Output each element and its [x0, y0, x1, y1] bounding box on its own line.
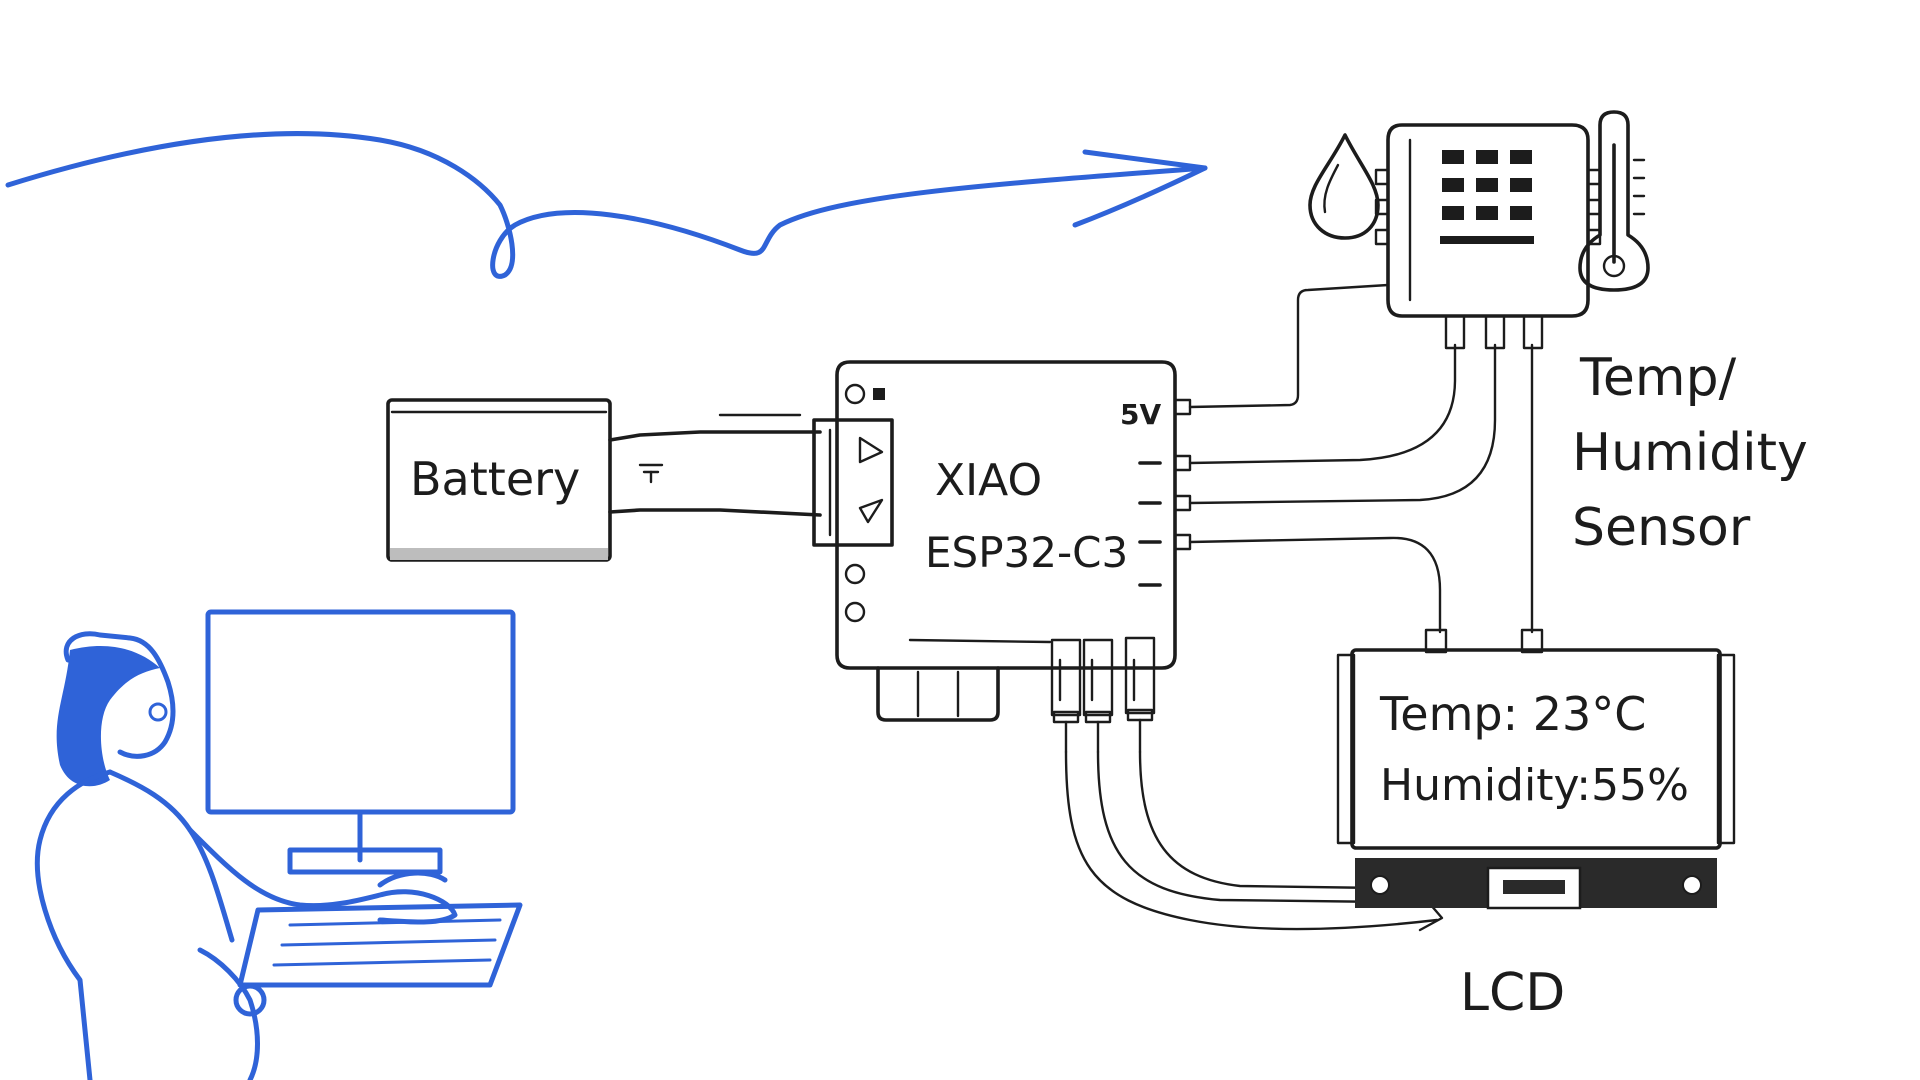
- ground-symbol-icon: [638, 463, 664, 484]
- person-at-computer-illustration: [34, 609, 523, 1080]
- sensor-label-line3: Sensor: [1572, 498, 1751, 558]
- mcu-label-line1: XIAO: [935, 455, 1042, 506]
- mcu-label-line2: ESP32-C3: [925, 528, 1128, 577]
- thermometer-icon: [1578, 110, 1650, 292]
- pin-5v-label: 5V: [1120, 398, 1161, 431]
- lcd-readout-humidity: Humidity:55%: [1380, 760, 1689, 811]
- curved-arrow-icon: [5, 131, 1208, 279]
- battery: Battery: [386, 398, 612, 562]
- bottom-connectors: [1050, 636, 1156, 754]
- wires: [1064, 283, 1534, 932]
- water-drop-icon: [1308, 133, 1380, 240]
- lcd-label: LCD: [1460, 963, 1565, 1023]
- temp-humidity-sensor: Temp/ Humidity Sensor: [1374, 123, 1808, 558]
- sensor-label-line1: Temp/: [1579, 348, 1737, 408]
- xiao-esp32c3-board: 5V XIAO ESP32-C3: [812, 360, 1192, 754]
- sensor-label-line2: Humidity: [1572, 423, 1808, 483]
- lcd-module: Temp: 23°C Humidity:55% LCD: [1336, 628, 1736, 1023]
- battery-cable: [608, 413, 822, 517]
- battery-label: Battery: [410, 452, 580, 506]
- lcd-readout-temp: Temp: 23°C: [1379, 687, 1646, 741]
